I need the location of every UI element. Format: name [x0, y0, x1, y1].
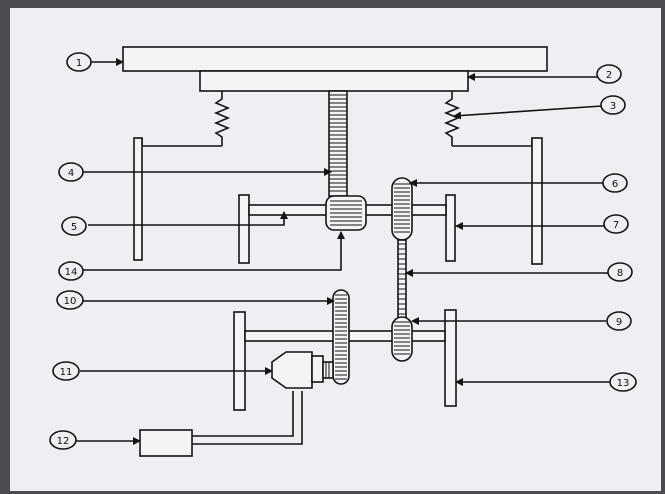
upper-left-bearing	[238, 194, 250, 264]
lower-right-bearing	[444, 309, 457, 407]
label-13: 13	[617, 378, 630, 389]
label-14: 14	[65, 267, 78, 278]
controller-box	[139, 429, 193, 457]
chain	[397, 239, 407, 319]
label-2: 2	[606, 70, 612, 81]
label-4: 4	[68, 168, 74, 179]
label-numbers: 1 2 3 4 5 6 7 14 8 10 9 11 12 13	[57, 58, 630, 447]
base-plate	[199, 70, 469, 92]
label-10: 10	[64, 296, 77, 307]
label-circles	[49, 52, 637, 450]
motor	[271, 351, 334, 389]
label-7: 7	[613, 220, 619, 231]
label-1: 1	[76, 58, 82, 69]
top-plate	[122, 46, 548, 72]
left-outer-support	[133, 137, 143, 261]
upper-sprocket	[391, 177, 413, 241]
label-8: 8	[617, 268, 623, 279]
upper-pinion	[325, 195, 367, 231]
label-9: 9	[616, 317, 622, 328]
leader-lines	[75, 58, 610, 445]
label-5: 5	[71, 222, 77, 233]
controller-wire	[192, 391, 294, 437]
label-3: 3	[610, 101, 616, 112]
controller-wire-2	[192, 391, 303, 445]
large-gear	[332, 289, 350, 385]
lower-sprocket	[391, 316, 413, 362]
label-12: 12	[57, 436, 70, 447]
lower-left-bearing	[233, 311, 246, 411]
right-outer-support	[531, 137, 543, 265]
label-11: 11	[60, 367, 73, 378]
upper-right-bearing	[445, 194, 456, 262]
label-6: 6	[612, 179, 618, 190]
vertical-rack	[328, 90, 348, 197]
